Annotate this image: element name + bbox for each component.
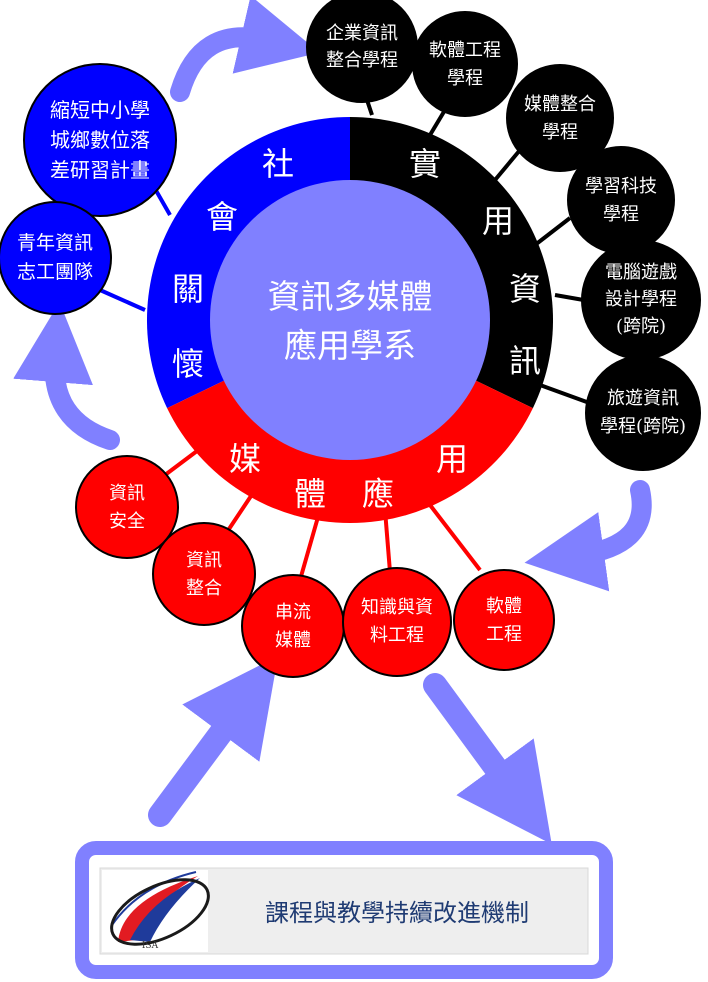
svg-text:工程: 工程	[486, 624, 522, 645]
svg-text:整合學程: 整合學程	[326, 50, 398, 71]
ring-label-social-1: 社	[262, 145, 294, 183]
svg-text:資訊: 資訊	[109, 483, 145, 504]
svg-text:串流: 串流	[275, 602, 311, 623]
isa-logo-text: ISA	[142, 941, 159, 951]
svg-text:設計學程: 設計學程	[605, 289, 677, 310]
svg-text:學程: 學程	[542, 122, 578, 143]
ring-label-practical-4: 訊	[509, 342, 541, 380]
svg-text:知識與資: 知識與資	[361, 597, 433, 618]
ring-label-practical-2: 用	[482, 202, 514, 240]
center-title-line2: 應用學系	[284, 326, 416, 365]
department-ring	[146, 116, 554, 524]
svg-text:整合: 整合	[186, 578, 222, 599]
svg-text:學習科技: 學習科技	[585, 176, 657, 197]
svg-text:媒體整合: 媒體整合	[524, 94, 596, 115]
footer-title: 課程與教學持續改進機制	[265, 899, 529, 927]
program-node-media-integration: 媒體整合 學程	[506, 64, 614, 172]
ring-label-social-3: 關	[172, 270, 204, 308]
connector-lines	[99, 84, 596, 581]
svg-text:媒體: 媒體	[275, 630, 311, 651]
svg-text:旅遊資訊: 旅遊資訊	[607, 388, 679, 409]
svg-text:城鄉數位落: 城鄉數位落	[50, 128, 150, 152]
program-node-enterprise-integration: 企業資訊 整合學程	[306, 0, 418, 103]
program-node-info-integration: 資訊 整合	[152, 522, 256, 626]
footer-panel: ISA 課程與教學持續改進機制	[75, 841, 613, 979]
cycle-arrow-bottom-down	[423, 673, 552, 845]
program-node-travel-information: 旅遊資訊 學程(跨院)	[585, 355, 701, 471]
ring-label-social-2: 會	[206, 198, 238, 236]
svg-text:電腦遊戲: 電腦遊戲	[605, 262, 677, 283]
svg-text:軟體工程: 軟體工程	[429, 40, 501, 61]
program-node-game-design: 電腦遊戲 設計學程 (跨院)	[581, 240, 701, 360]
program-node-software-engineering-media: 軟體 工程	[453, 569, 555, 671]
ring-label-media-1: 媒	[229, 440, 261, 478]
svg-text:企業資訊: 企業資訊	[326, 23, 398, 44]
program-node-software-engineering: 軟體工程 學程	[412, 11, 518, 117]
svg-text:志工團隊: 志工團隊	[17, 261, 93, 283]
svg-text:(跨院): (跨院)	[616, 316, 666, 337]
ring-label-social-4: 懷	[172, 345, 204, 383]
ring-label-media-2: 體	[294, 475, 326, 513]
svg-text:差研習計畫: 差研習計畫	[50, 158, 150, 182]
ring-label-practical-3: 資	[509, 270, 541, 308]
svg-text:學程(跨院): 學程(跨院)	[600, 416, 686, 437]
svg-text:學程: 學程	[447, 68, 483, 89]
svg-text:縮短中小學: 縮短中小學	[50, 98, 150, 122]
cycle-arrow-right	[524, 480, 652, 592]
svg-text:軟體: 軟體	[486, 596, 522, 617]
svg-text:料工程: 料工程	[370, 625, 424, 646]
cycle-arrow-top	[170, 0, 320, 102]
center-circle	[210, 180, 490, 460]
cycle-arrow-bottom-up	[148, 656, 279, 827]
program-node-rural-digital-divide: 縮短中小學 城鄉數位落 差研習計畫	[23, 63, 177, 217]
ring-label-media-3: 應	[362, 475, 394, 513]
program-node-learning-technology: 學習科技 學程	[567, 146, 675, 254]
svg-text:青年資訊: 青年資訊	[17, 232, 93, 254]
isa-swoosh-logo: ISA	[110, 871, 210, 951]
svg-text:學程: 學程	[603, 204, 639, 225]
svg-text:安全: 安全	[109, 511, 145, 532]
svg-text:資訊: 資訊	[186, 550, 222, 571]
program-node-youth-volunteers: 青年資訊 志工團隊	[0, 201, 112, 315]
center-title-line1: 資訊多媒體	[268, 277, 433, 316]
program-node-info-security: 資訊 安全	[75, 455, 179, 559]
program-node-knowledge-engineering: 知識與資 料工程	[342, 567, 452, 677]
ring-label-practical-1: 實	[409, 145, 441, 183]
ring-label-media-4: 用	[436, 440, 468, 478]
cycle-arrow-left	[13, 302, 120, 450]
program-node-streaming-media: 串流 媒體	[241, 574, 345, 678]
